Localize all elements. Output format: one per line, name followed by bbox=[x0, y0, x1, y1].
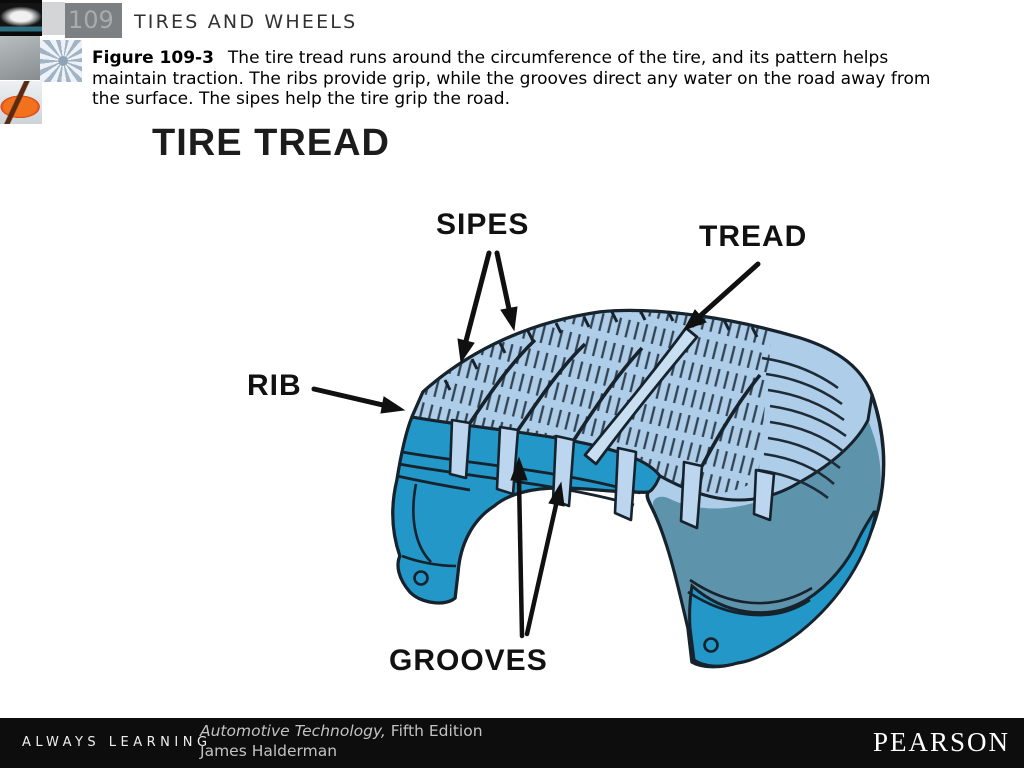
book-author: James Halderman bbox=[200, 741, 338, 760]
label-grooves: GROOVES bbox=[389, 644, 548, 677]
sipes-arrow-left bbox=[457, 250, 492, 364]
label-tread: TREAD bbox=[699, 220, 808, 253]
label-rib: RIB bbox=[247, 369, 302, 402]
car-grille-photo bbox=[0, 0, 42, 36]
rib-arrow bbox=[311, 386, 406, 414]
grooves-arrow-left bbox=[510, 456, 528, 639]
right-bead-hole bbox=[703, 637, 719, 653]
chapter-title: TIRES AND WHEELS bbox=[134, 11, 358, 33]
wheel-closeup-photo bbox=[40, 40, 82, 82]
groove-lines bbox=[468, 338, 762, 467]
grooves-arrow-right bbox=[524, 481, 565, 637]
figure-caption-label: Figure 109-3 bbox=[92, 48, 214, 68]
gray-square bbox=[42, 2, 65, 35]
orange-car-photo bbox=[0, 81, 42, 124]
sipes-arrow-right bbox=[494, 250, 518, 332]
label-sipes: SIPES bbox=[436, 208, 530, 241]
bead-ridge-lines bbox=[687, 578, 813, 617]
inner-liner-line bbox=[401, 483, 457, 568]
figure-title: TIRE TREAD bbox=[152, 122, 390, 164]
figure-caption-text: The tire tread runs around the circumfer… bbox=[92, 48, 931, 110]
callout-arrows bbox=[311, 250, 761, 639]
pearson-logo: PEARSON bbox=[872, 727, 1010, 757]
gray-photo-square bbox=[0, 36, 40, 80]
book-title: Automotive Technology, bbox=[200, 722, 386, 740]
centre-blade bbox=[583, 326, 699, 466]
page-number-badge: 109 bbox=[65, 3, 122, 38]
footer-bar: ALWAYS LEARNING Automotive Technology, F… bbox=[0, 718, 1024, 768]
left-bead-hole bbox=[413, 570, 429, 586]
book-edition: Fifth Edition bbox=[385, 722, 483, 740]
right-bead bbox=[688, 510, 878, 668]
tread-arrow bbox=[682, 261, 761, 331]
book-info: Automotive Technology, Fifth Edition Jam… bbox=[200, 722, 483, 762]
shoulder-hatching bbox=[757, 356, 847, 500]
always-learning-tagline: ALWAYS LEARNING bbox=[22, 735, 212, 750]
